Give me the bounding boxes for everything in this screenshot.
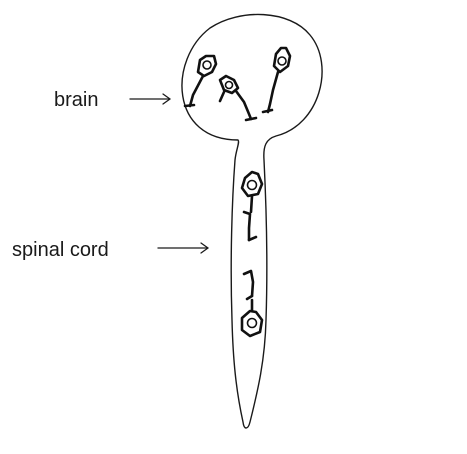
brain-neuron-left xyxy=(183,54,218,108)
brain-neuron-right xyxy=(261,46,292,114)
spinal-cord-label: spinal cord xyxy=(12,239,109,261)
brain-arrow xyxy=(129,93,171,105)
brain-label: brain xyxy=(54,89,98,111)
spinal-cord-arrow xyxy=(157,242,209,254)
spinal-neuron-lower xyxy=(240,269,264,338)
spinal-neuron-upper xyxy=(240,170,264,242)
brain-and-spinal-cord-outline xyxy=(181,13,323,429)
brain-neuron-middle xyxy=(218,74,258,122)
